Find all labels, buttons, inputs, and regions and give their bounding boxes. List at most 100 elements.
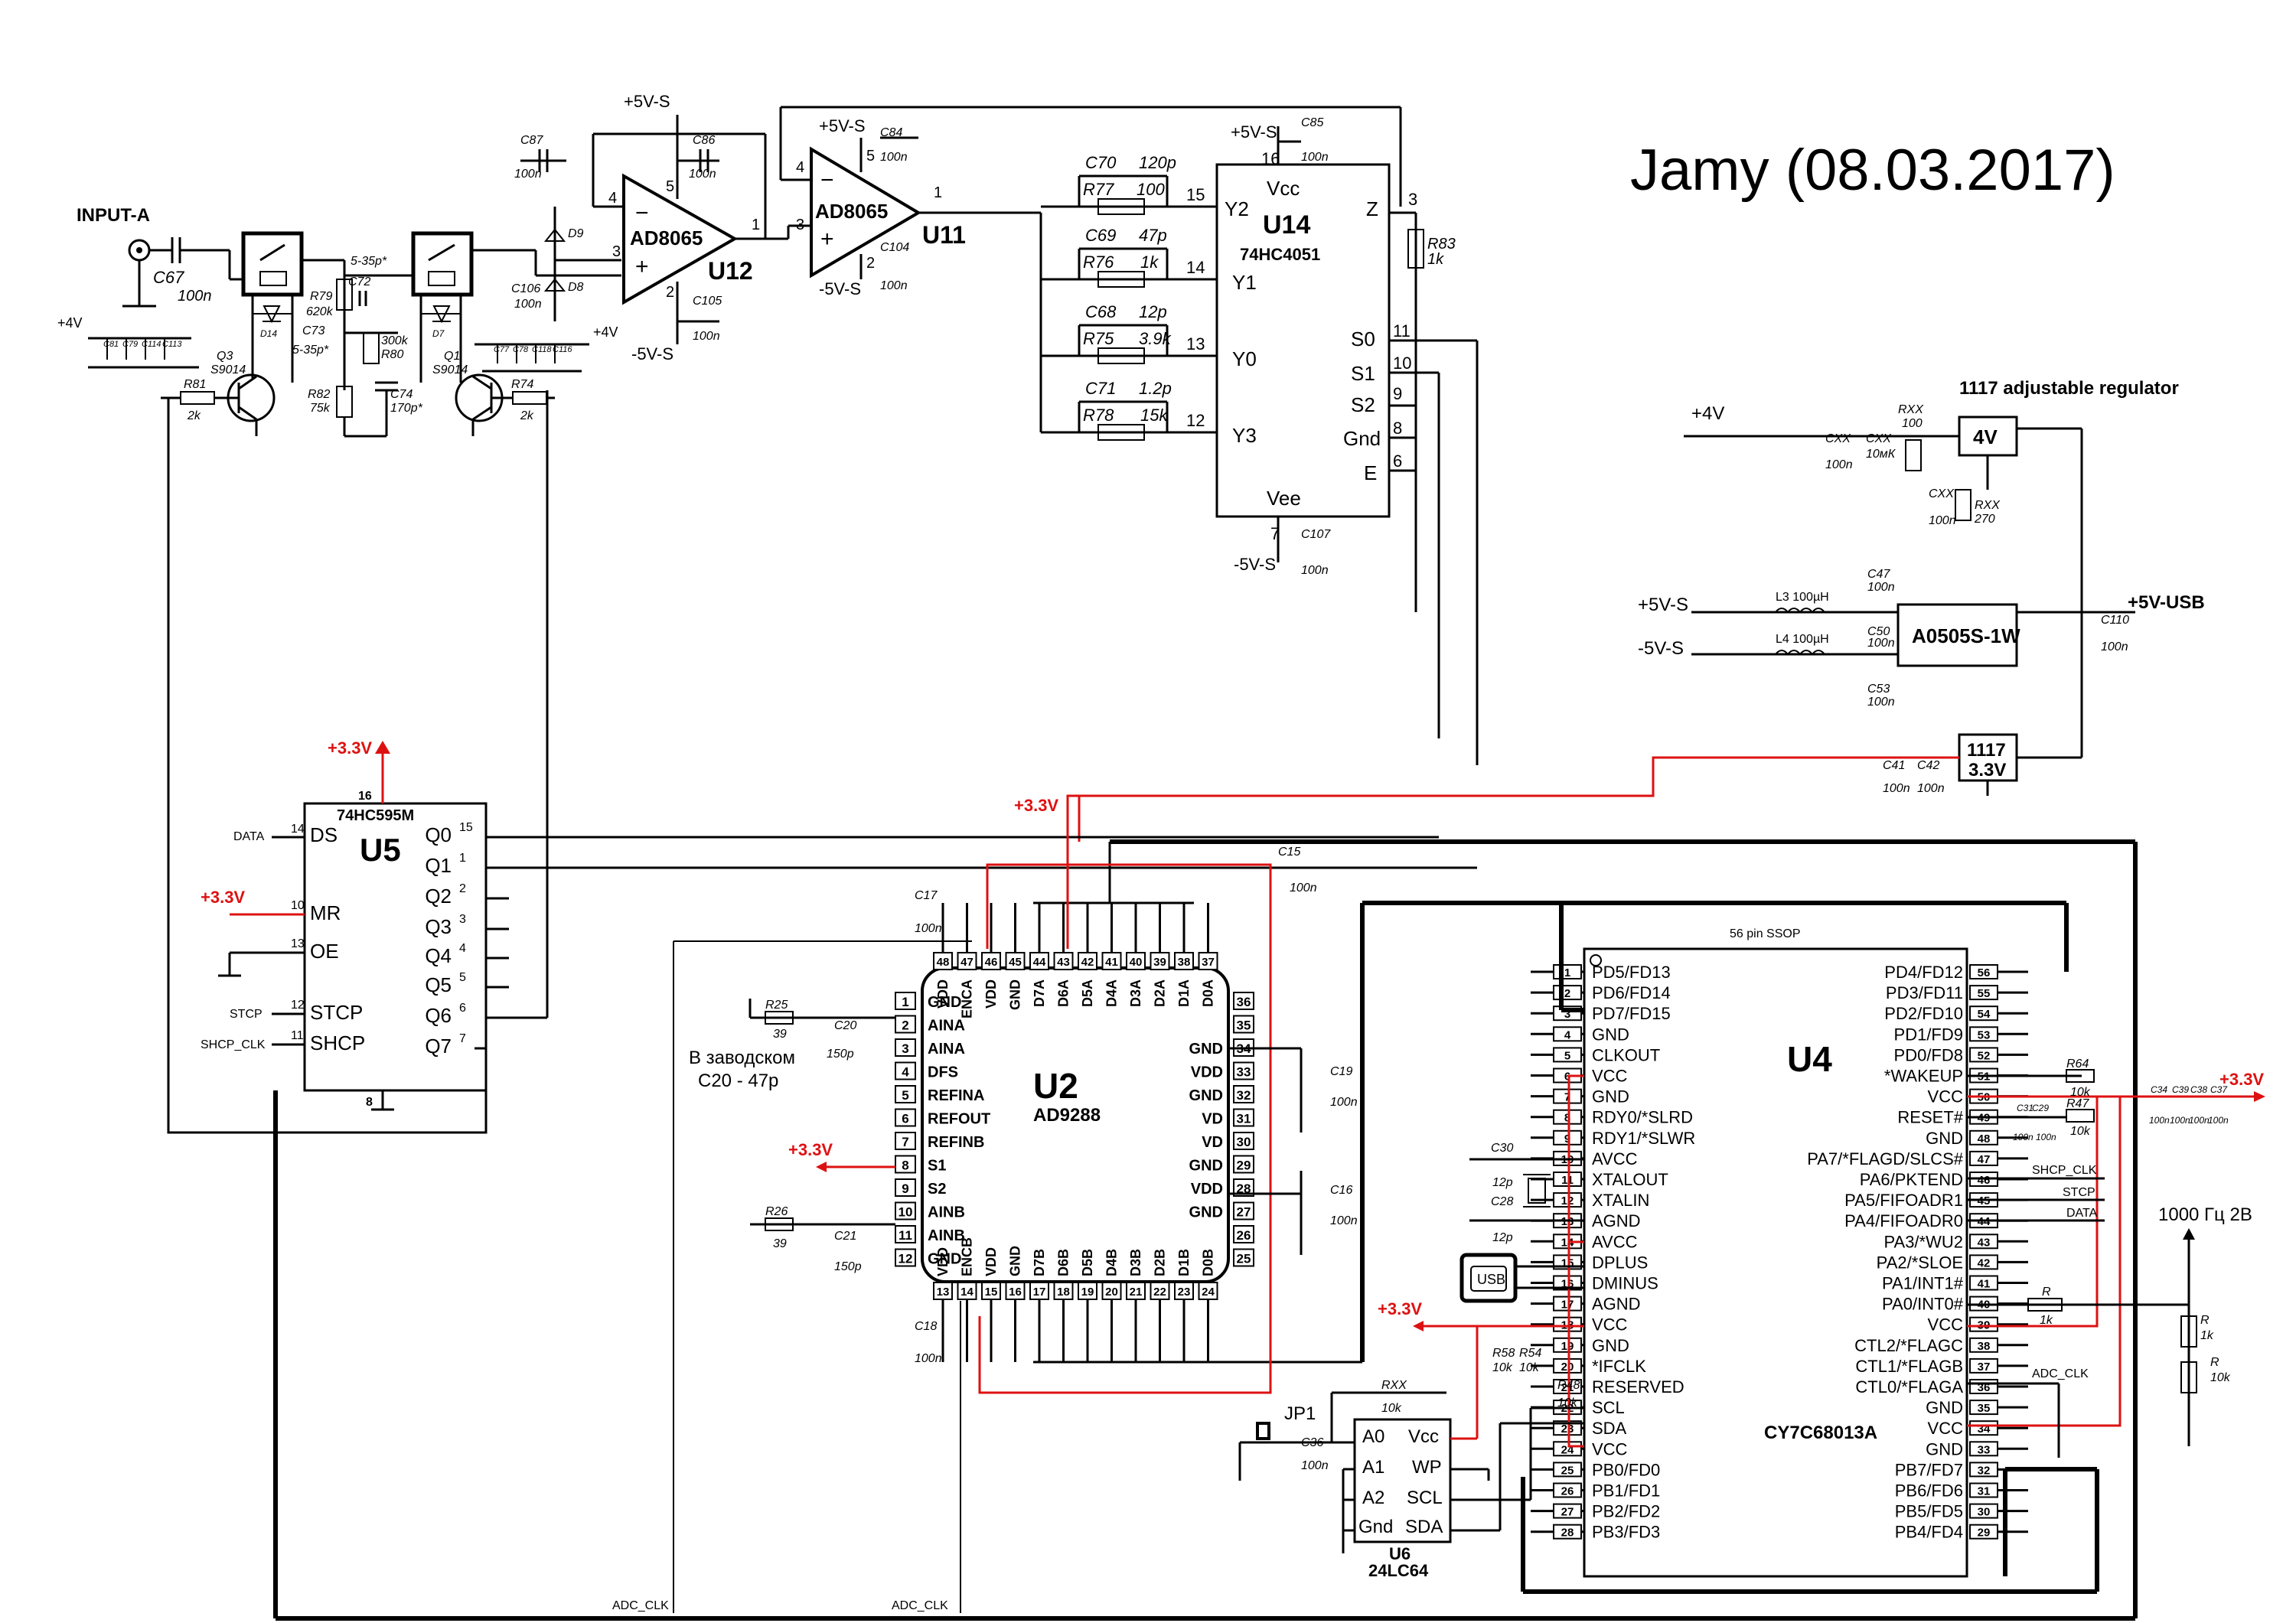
svg-text:C53: C53 [1867, 683, 1890, 696]
u6-eeprom: A0 A1 A2 Gnd Vcc WP SCL SDA U6 24LC64 R5… [1238, 1347, 1584, 1580]
u4-pin-label: VCC [1592, 1067, 1628, 1086]
u2-pin-label: GND [1008, 1246, 1023, 1276]
svg-text:C85: C85 [1301, 116, 1323, 129]
svg-text:1.2p: 1.2p [1139, 379, 1172, 398]
svg-text:C68: C68 [1085, 302, 1117, 321]
svg-text:C18: C18 [915, 1320, 937, 1333]
u2-pin-num: 16 [1009, 1286, 1022, 1299]
u4-pin-label: SCL [1592, 1398, 1625, 1417]
svg-text:150p: 150p [834, 1260, 862, 1273]
u2-pin-num: 31 [1237, 1112, 1251, 1126]
svg-text:12: 12 [291, 999, 305, 1012]
svg-text:+3.3V: +3.3V [328, 738, 372, 758]
u2-pin-num: 4 [902, 1065, 909, 1080]
u2-pin-label: GND [928, 994, 961, 1011]
u2-pin-num: 29 [1237, 1159, 1251, 1173]
svg-text:15k: 15k [1140, 406, 1168, 425]
u4-pin-label: PA7/*FLAGD/SLCS# [1807, 1149, 1964, 1168]
svg-text:100n: 100n [2189, 1115, 2210, 1126]
u4-pin-label: PD2/FD10 [1884, 1004, 1963, 1023]
svg-text:11: 11 [1393, 321, 1411, 341]
svg-text:-5V-S: -5V-S [1234, 555, 1276, 574]
svg-text:4: 4 [459, 942, 466, 955]
svg-text:Q3: Q3 [217, 350, 233, 363]
svg-text:D8: D8 [568, 281, 584, 294]
u2-pin-num: 18 [1057, 1286, 1070, 1299]
u4-pin-num: 53 [1978, 1028, 1991, 1041]
rc-ladder: R77 100 C70 120p R76 1k C69 47p R75 3.9k [1039, 153, 1217, 441]
svg-text:E: E [1364, 461, 1377, 484]
svg-text:100n: 100n [178, 288, 212, 305]
svg-text:7: 7 [459, 1032, 466, 1045]
u2-pin-num: 38 [1178, 956, 1191, 969]
svg-text:24LC64: 24LC64 [1368, 1561, 1429, 1580]
svg-text:5: 5 [459, 971, 466, 984]
svg-text:1117 adjustable regulator: 1117 adjustable regulator [1959, 378, 2179, 399]
svg-text:10k: 10k [1492, 1361, 1513, 1374]
svg-text:A0505S-1W: A0505S-1W [1912, 624, 2020, 647]
u4-pin-num: 14 [1561, 1236, 1574, 1249]
u4-pin-num: 29 [1978, 1527, 1991, 1540]
svg-text:100n: 100n [915, 922, 942, 935]
svg-text:R76: R76 [1083, 253, 1114, 272]
svg-text:5: 5 [666, 178, 674, 195]
u4-pin-num: 54 [1978, 1008, 1991, 1021]
u2-pin-num: 30 [1237, 1135, 1251, 1149]
svg-text:C20: C20 [834, 1019, 856, 1032]
u2-pin-label: S1 [928, 1158, 946, 1175]
svg-text:C70: C70 [1085, 153, 1117, 172]
svg-text:Q1: Q1 [425, 854, 452, 877]
svg-text:Y2: Y2 [1225, 197, 1249, 220]
svg-text:120p: 120p [1139, 153, 1176, 172]
svg-text:STCP: STCP [2063, 1186, 2095, 1199]
u2-pin-label: VDD [935, 979, 951, 1009]
u2-pin-label: VDD [1191, 1064, 1223, 1081]
svg-text:2k: 2k [187, 409, 201, 422]
u4-pin-label: XTALOUT [1592, 1170, 1668, 1189]
u2-pin-label: VDD [983, 1247, 999, 1276]
svg-text:1k: 1k [1140, 253, 1159, 272]
u2-pin-label: REFINA [928, 1087, 984, 1104]
u4-pin-label: PB2/FD2 [1592, 1502, 1660, 1521]
u4-pin-label: PB1/FD1 [1592, 1481, 1660, 1501]
u2-pin-label: AINA [928, 1041, 965, 1058]
svg-text:C77: C77 [494, 345, 510, 354]
svg-text:Q6: Q6 [425, 1004, 452, 1027]
svg-text:1k: 1k [2200, 1329, 2214, 1342]
u2-pin-label: D1A [1176, 979, 1192, 1007]
svg-text:C74: C74 [390, 388, 413, 401]
svg-text:C104: C104 [880, 241, 909, 254]
u2-pin-label: VDD [1191, 1181, 1223, 1198]
svg-text:С20 - 47p: С20 - 47p [698, 1071, 778, 1091]
svg-text:RXX: RXX [1381, 1379, 1407, 1392]
svg-text:+3.3V: +3.3V [1378, 1299, 1422, 1318]
u2-pin-num: 33 [1237, 1065, 1251, 1080]
svg-text:C114: C114 [142, 340, 161, 349]
svg-text:R58: R58 [1492, 1347, 1515, 1360]
svg-text:5-35p*: 5-35p* [292, 344, 329, 357]
u4-pin-label: AVCC [1592, 1149, 1638, 1168]
svg-text:U12: U12 [708, 257, 753, 285]
u11-opamp: AD8065 U11 − + 4 3 5 2 1 +5V-S -5V-S C84… [779, 106, 1402, 298]
svg-text:SHCP_CLK: SHCP_CLK [2032, 1164, 2097, 1177]
svg-text:C105: C105 [693, 295, 722, 308]
svg-text:U4: U4 [1787, 1039, 1832, 1079]
svg-text:5: 5 [866, 148, 875, 165]
svg-text:+4V: +4V [593, 324, 618, 340]
svg-text:AD9288: AD9288 [1033, 1105, 1101, 1126]
u2-pin-label: D1B [1176, 1249, 1192, 1276]
svg-text:100n: 100n [2101, 640, 2128, 653]
input-stage: INPUT-A C67 100n D14 R79 620k C72 [57, 205, 621, 438]
u2-pin-label: REFINB [928, 1134, 984, 1151]
svg-text:-5V-S: -5V-S [631, 344, 673, 363]
u2-pin-num: 26 [1237, 1228, 1251, 1243]
u4-pin-num: 21 [1561, 1381, 1574, 1394]
svg-text:11: 11 [291, 1029, 304, 1042]
svg-text:75k: 75k [310, 402, 331, 415]
u2-pin-label: D2B [1153, 1249, 1168, 1276]
svg-text:2k: 2k [520, 409, 534, 422]
svg-text:C79: C79 [122, 340, 138, 349]
u4-pin-num: 47 [1978, 1153, 1991, 1166]
u2-pin-label: GND [928, 1251, 961, 1268]
